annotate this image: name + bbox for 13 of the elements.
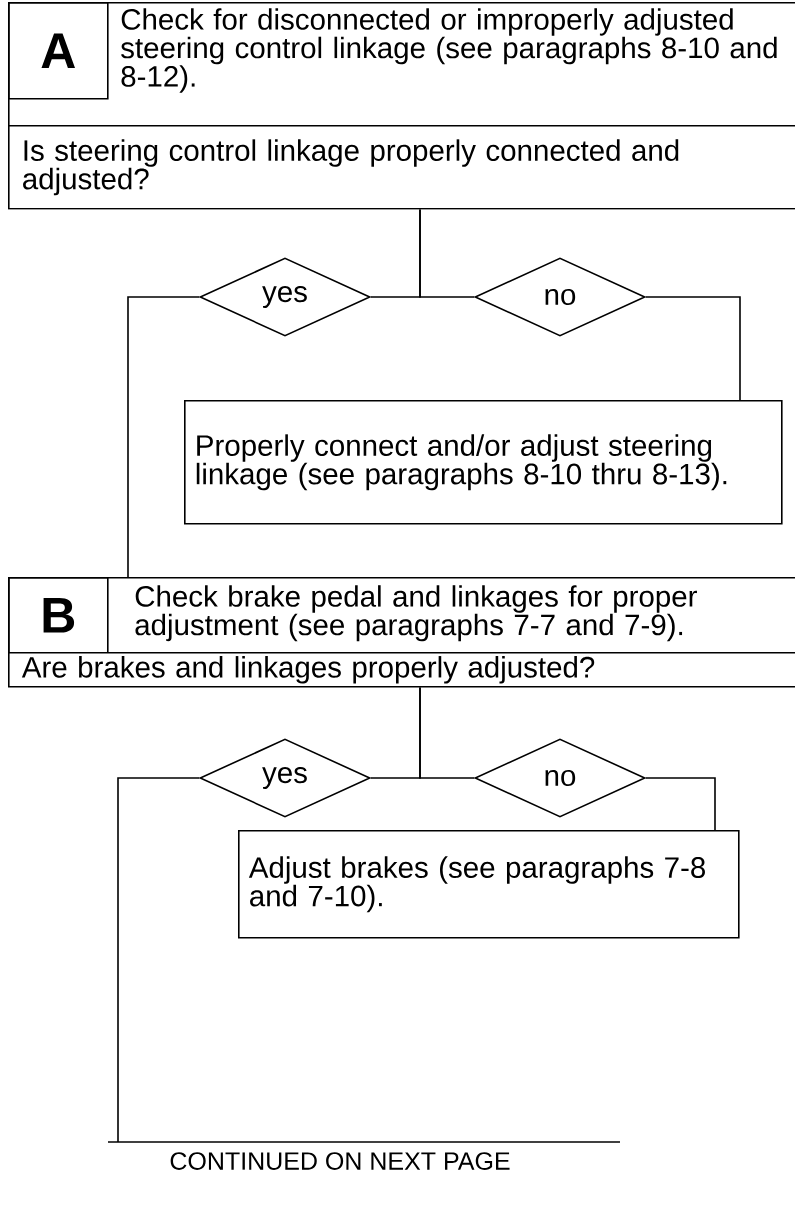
connector-line (645, 296, 741, 401)
connector-line (419, 208, 475, 298)
step-letter: B (8, 577, 109, 654)
continuation-note: CONTINUED ON NEXT PAGE (170, 1152, 510, 1170)
question-box: Are brakes and linkages properly adjusted? (8, 652, 795, 688)
connector-line (645, 777, 716, 831)
connector-line (127, 296, 200, 578)
step-letter: A (8, 2, 109, 100)
action-box: Adjust brakes (see paragraphs 7-8 and 7-10). (238, 830, 740, 939)
question-box: Is steering control linkage properly connected and adjusted? (8, 125, 795, 210)
action-box: Properly connect and/or adjust steering linkage (see paragraphs 8-10 thru 8-13). (184, 400, 783, 525)
connector-line (419, 686, 475, 779)
connector-line (117, 777, 200, 1143)
